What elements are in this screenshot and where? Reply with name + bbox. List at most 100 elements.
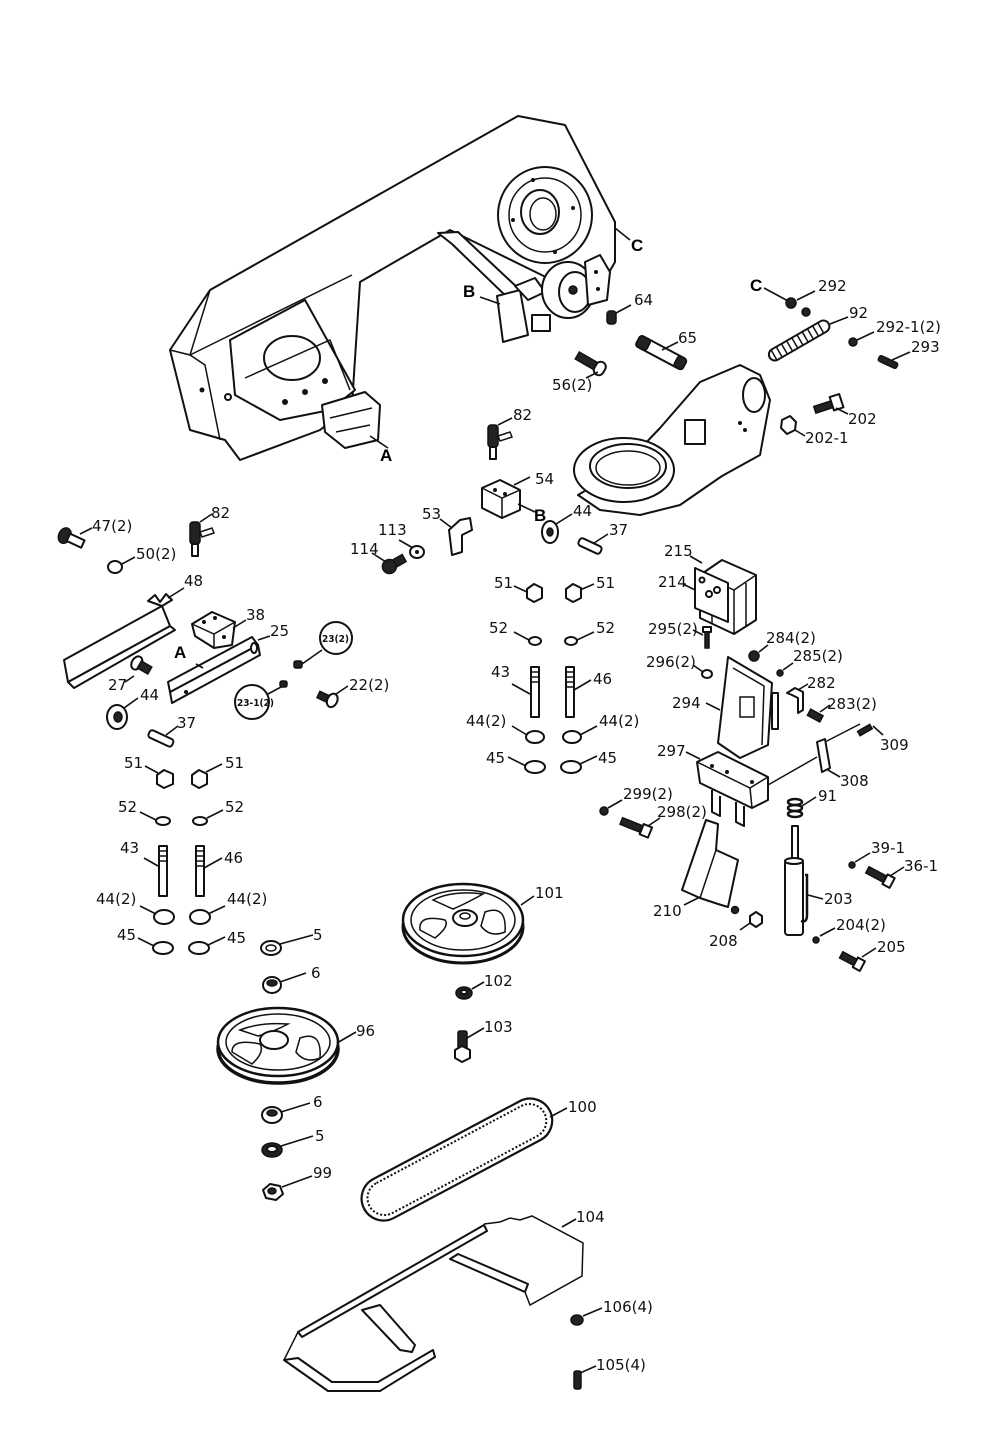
part-202-screw <box>812 393 849 415</box>
callout-99: 99 <box>313 1164 332 1182</box>
part-82-bearing-screw-top <box>487 417 513 460</box>
part-104-blade-guard <box>283 1215 584 1392</box>
callout-5-top: 5 <box>313 926 323 944</box>
callout-91: 91 <box>818 787 837 805</box>
callout-45-left-right: 45 <box>227 929 246 947</box>
callout-22: 22(2) <box>349 676 389 694</box>
callout-51-mid-left: 51 <box>494 574 513 592</box>
part-6-bearing-bottom <box>261 1102 311 1124</box>
callout-50: 50(2) <box>136 545 176 563</box>
part-54-guide-block <box>481 476 536 519</box>
part-92-spring <box>767 316 849 362</box>
part-53-bracket <box>439 517 473 556</box>
callout-114: 114 <box>350 540 379 558</box>
part-296-washer <box>692 664 713 679</box>
callout-45-mid-right: 45 <box>598 749 617 767</box>
part-284-nut <box>748 644 769 662</box>
callout-36-1: 36-1 <box>904 857 938 875</box>
part-214-switch-plate <box>682 567 729 623</box>
callout-215: 215 <box>664 542 693 560</box>
callout-46-left: 46 <box>224 849 243 867</box>
part-64-set-screw <box>606 304 632 325</box>
callout-298: 298(2) <box>657 803 707 821</box>
callout-52-left-left: 52 <box>118 798 137 816</box>
callout-38: 38 <box>246 606 265 624</box>
callout-284: 284(2) <box>766 629 816 647</box>
callout-102: 102 <box>484 972 513 990</box>
part-282-clamp <box>786 683 809 714</box>
callout-100: 100 <box>568 1098 597 1116</box>
part-38-guide-block <box>191 611 247 649</box>
part-47-bolt <box>57 527 93 549</box>
callout-37-left: 37 <box>177 714 196 732</box>
part-37-pin-left <box>147 725 179 748</box>
callout-299: 299(2) <box>623 785 673 803</box>
callout-105: 105(4) <box>596 1356 646 1374</box>
callout-203: 203 <box>824 890 853 908</box>
part-23-1-set-screw <box>234 680 288 720</box>
callout-52-left-right: 52 <box>225 798 244 816</box>
ref-label-c-spring: C <box>750 276 762 295</box>
part-298-screw <box>618 816 661 839</box>
callout-44-left-right: 44(2) <box>227 890 267 908</box>
part-48-guide-plate <box>63 587 185 689</box>
callout-39-1: 39-1 <box>871 839 905 857</box>
callout-52-mid-left: 52 <box>489 619 508 637</box>
part-96-idler-wheel <box>216 1006 357 1085</box>
part-50-washer <box>107 556 136 574</box>
part-27-screw <box>124 655 153 683</box>
callout-208: 208 <box>709 932 738 950</box>
callout-51-left-left: 51 <box>124 754 143 772</box>
part-294-bracket <box>705 656 779 759</box>
ref-label-a-bar: A <box>174 643 186 662</box>
callout-283: 283(2) <box>827 695 877 713</box>
callout-44-left: 44 <box>140 686 159 704</box>
callout-214: 214 <box>658 573 687 591</box>
callout-53: 53 <box>422 505 441 523</box>
part-208-nuts <box>730 905 763 931</box>
part-82-bearing-screw-left <box>189 513 215 557</box>
part-297-mount-plate <box>685 751 769 827</box>
callout-202-1: 202-1 <box>805 429 849 447</box>
callout-56: 56(2) <box>552 376 592 394</box>
callout-6-top: 6 <box>311 964 321 982</box>
callout-293: 293 <box>911 338 940 356</box>
callout-46-mid: 46 <box>593 670 612 688</box>
part-23-set-screw <box>293 621 353 669</box>
callout-295: 295(2) <box>648 620 698 638</box>
callout-43-mid: 43 <box>491 663 510 681</box>
callout-294: 294 <box>672 694 701 712</box>
callout-104: 104 <box>576 1208 605 1226</box>
callout-45-left-left: 45 <box>117 926 136 944</box>
part-103-bolt <box>454 1027 485 1063</box>
ref-label-b: B <box>463 282 475 301</box>
ref-label-c: C <box>631 236 643 255</box>
part-6-bearing-top <box>262 972 307 994</box>
callout-48: 48 <box>184 572 203 590</box>
part-91-spring <box>786 796 817 819</box>
part-114-screw <box>371 552 408 575</box>
callout-23-1: 23-1(2) <box>237 698 274 709</box>
left-stud-stack <box>137 763 226 955</box>
part-22-screw <box>315 685 349 709</box>
ref-label-b-block: B <box>534 506 546 525</box>
callout-44-left-left: 44(2) <box>96 890 136 908</box>
part-292-1-washer <box>848 331 875 347</box>
callout-103: 103 <box>484 1018 513 1036</box>
part-5-seal-top <box>260 934 314 956</box>
callout-45-mid-left: 45 <box>486 749 505 767</box>
callout-292-1: 292-1(2) <box>876 318 941 336</box>
part-39-1-washer <box>848 852 871 869</box>
callout-101: 101 <box>535 884 564 902</box>
callout-292: 292 <box>818 277 847 295</box>
middle-stud-stack <box>507 583 598 774</box>
part-99-nut <box>262 1175 313 1201</box>
ref-label-a: A <box>380 446 392 465</box>
part-205-screw <box>838 947 877 972</box>
part-105-screw <box>573 1365 597 1390</box>
callout-51-mid-right: 51 <box>596 574 615 592</box>
callout-204: 204(2) <box>836 916 886 934</box>
part-308-tab <box>767 723 861 786</box>
callout-44-mid-left: 44(2) <box>466 712 506 730</box>
